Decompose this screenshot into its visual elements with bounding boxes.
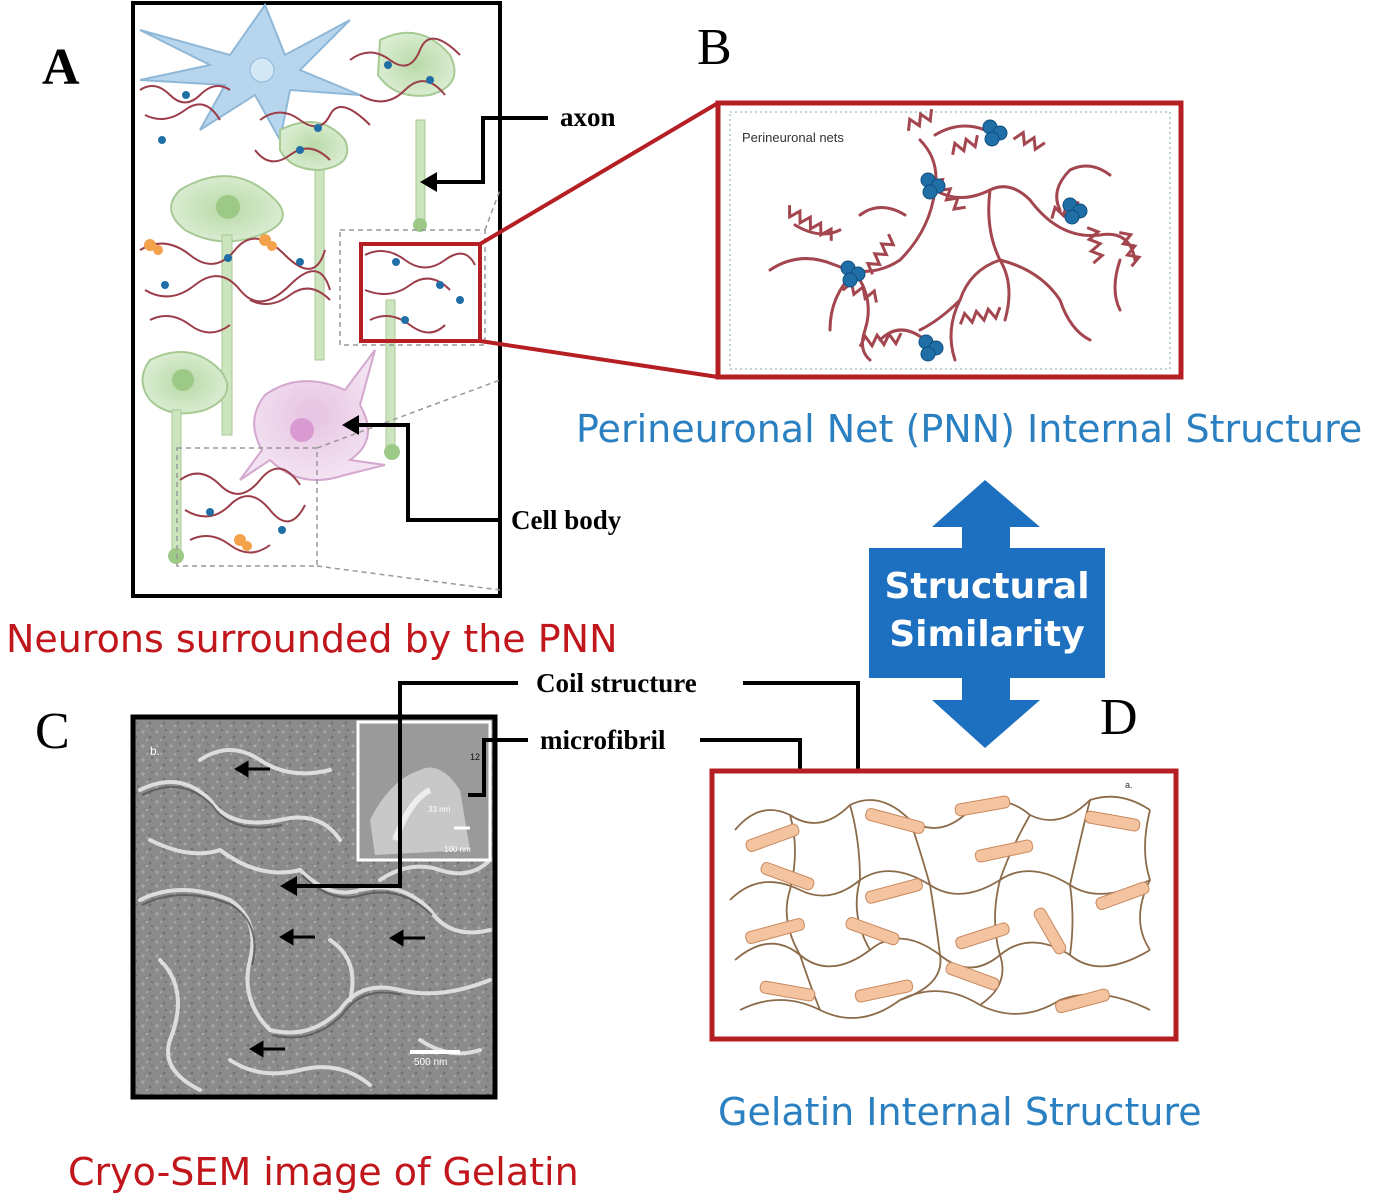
axon-label: axon [556, 104, 620, 131]
microfibril-label: microfibril [534, 727, 672, 754]
zoom-connector [478, 101, 720, 379]
panel-b-illustration [715, 100, 1184, 380]
caption-panel-d: Gelatin Internal Structure [718, 1090, 1202, 1134]
sem-ridges [138, 748, 492, 1092]
similarity-double-arrow [869, 480, 1105, 748]
panel-letter-a: A [42, 39, 80, 96]
similarity-line-2: Similarity [889, 614, 1085, 655]
astrocyte-shape [139, 2, 361, 143]
panel-letter-c: C [35, 703, 70, 760]
neuron-cells-green [141, 31, 456, 564]
structural-similarity-label: Structural Similarity [869, 563, 1105, 659]
zoom-box-a [359, 242, 482, 343]
caption-panel-c: Cryo-SEM image of Gelatin [68, 1150, 579, 1194]
sem-ridges-dark [141, 786, 433, 1039]
panel-c-sem-image [130, 714, 498, 1100]
panel-d-illustration [709, 768, 1179, 1042]
cell-body-callout-arrow [342, 415, 498, 522]
sem-inset-dim-1: 12 [470, 752, 481, 762]
caption-panel-a: Neurons surrounded by the PNN [6, 617, 618, 661]
sem-image-label: b. [150, 744, 161, 758]
pnn-nodes [158, 61, 464, 534]
cell-body-label: Cell body [507, 507, 626, 534]
orange-molecules [144, 234, 277, 551]
sem-scale-bar-label: 500 nm [414, 1057, 448, 1068]
similarity-line-1: Structural [884, 566, 1090, 607]
caption-panel-b: Perineuronal Net (PNN) Internal Structur… [576, 407, 1363, 451]
coil-structure-label: Coil structure [528, 670, 705, 697]
sem-arrows [234, 760, 425, 1058]
gelatin-image-label: a. [1125, 780, 1133, 790]
panel-letter-b: B [697, 19, 732, 76]
sem-inset-dim-2: 33 nm [428, 805, 451, 814]
gelatin-rods [745, 795, 1150, 1014]
panel-letter-d: D [1100, 689, 1138, 746]
pnn-strands [139, 37, 476, 554]
axon-callout-arrow [420, 116, 548, 192]
panel-a-illustration [131, 1, 502, 598]
perineuronal-nets-label: Perineuronal nets [742, 130, 844, 145]
sem-inset-scale-label: 100 nm [444, 845, 471, 854]
pnn-blue-nodes [840, 119, 1088, 362]
